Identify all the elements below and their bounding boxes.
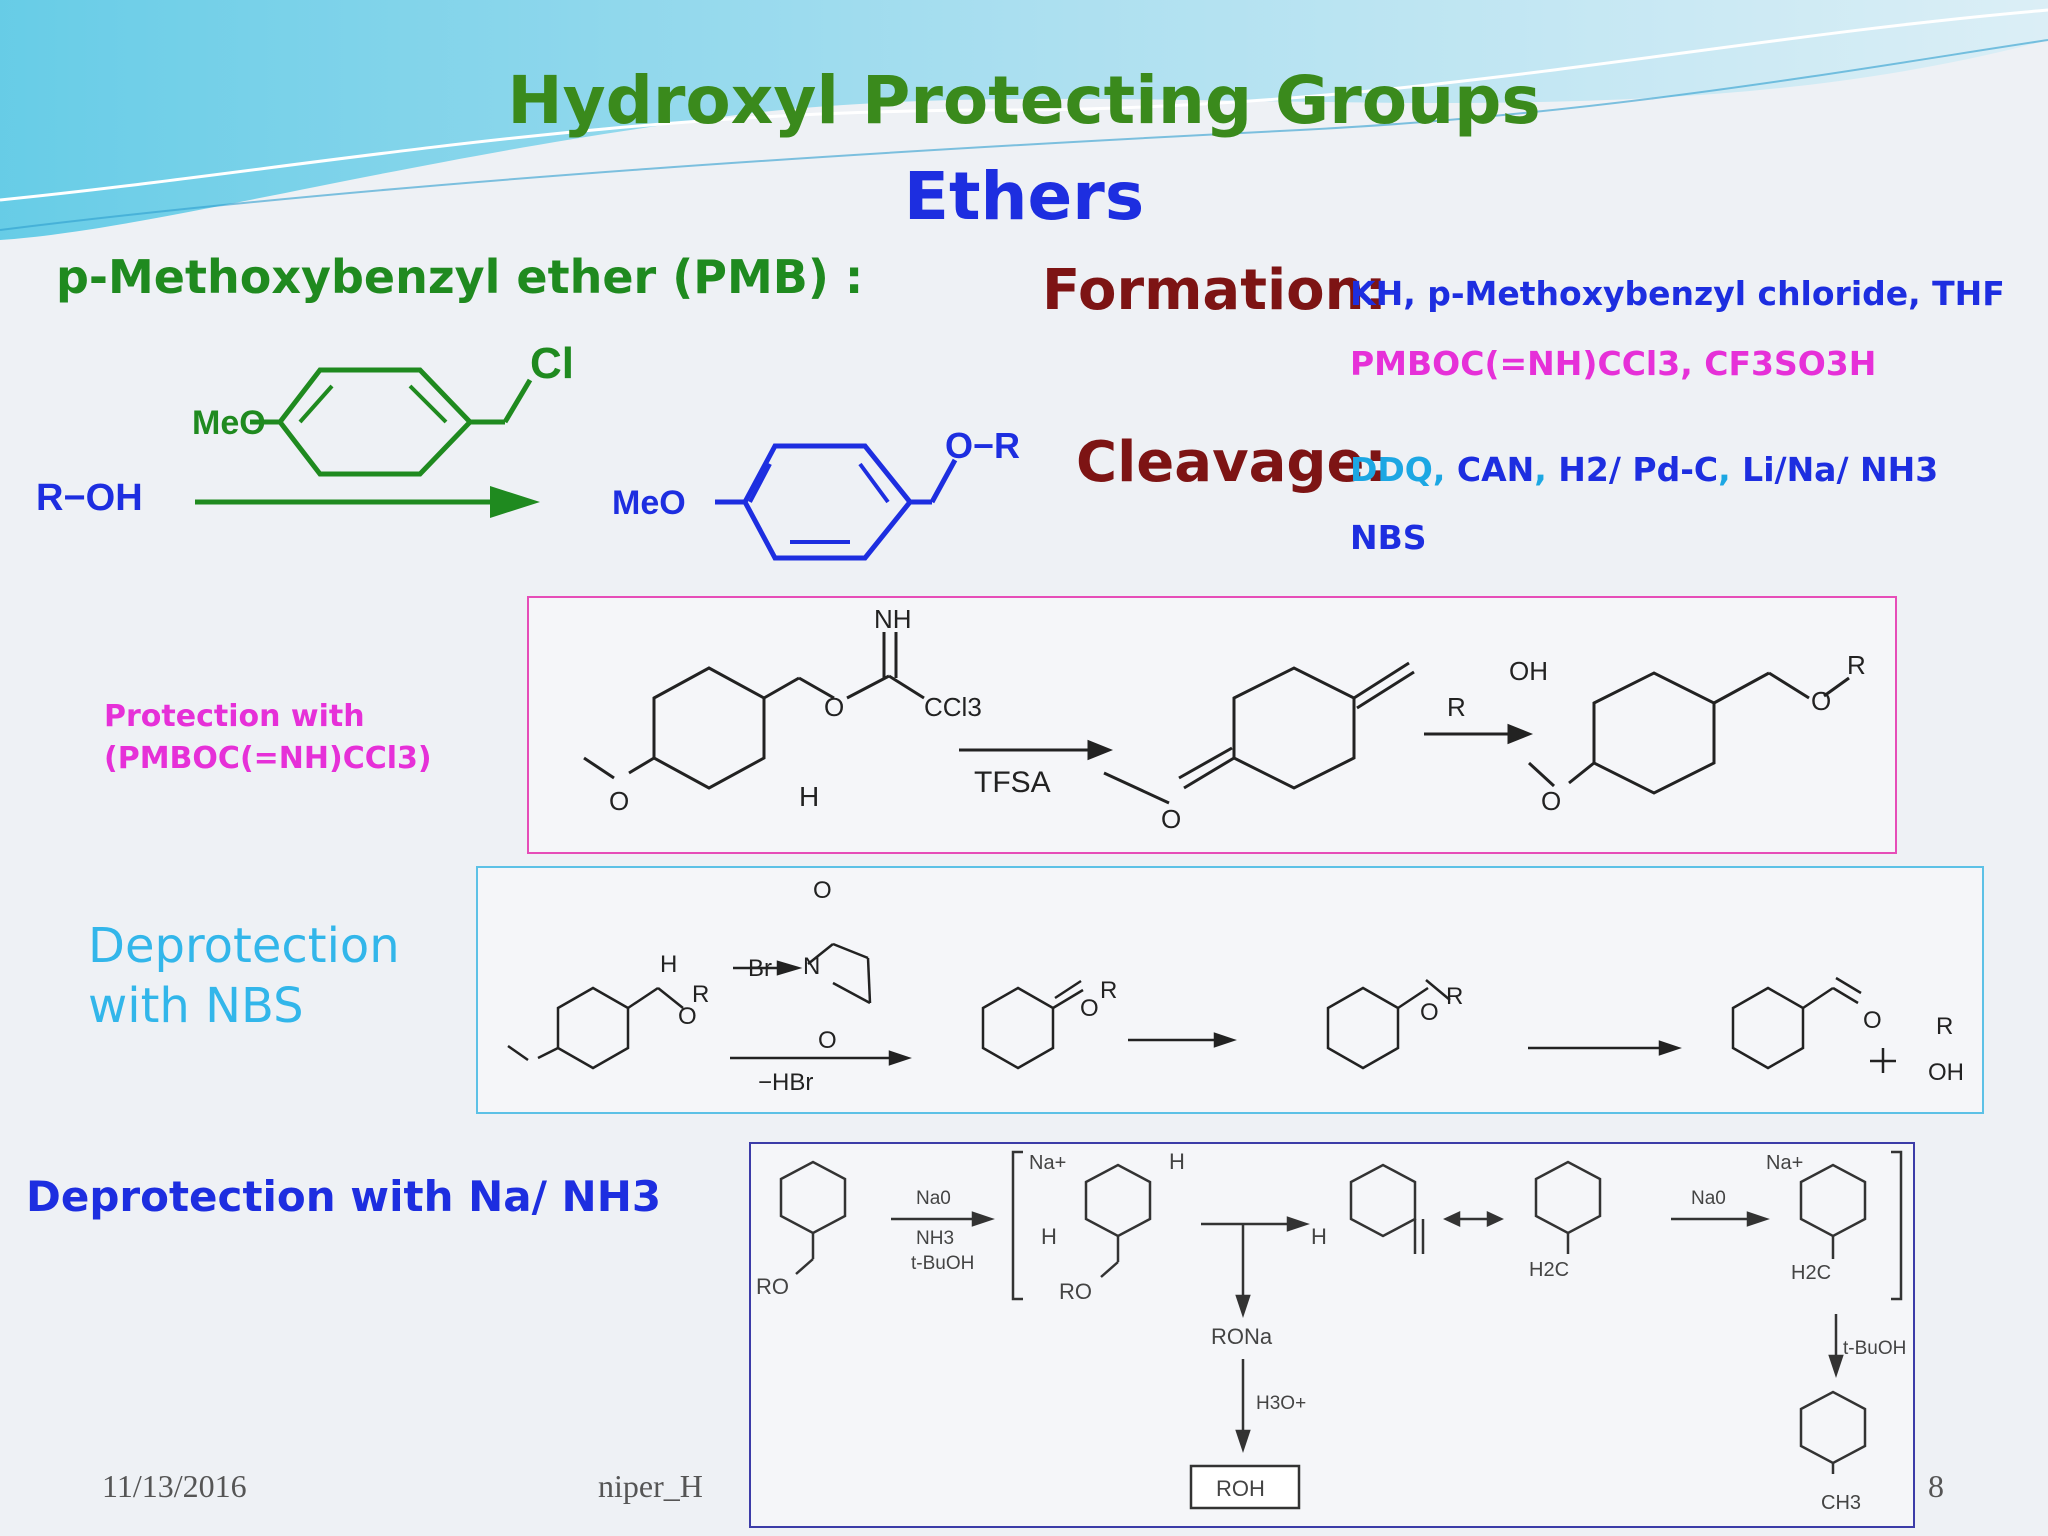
product-methoxy-label: O [1541, 786, 1561, 816]
na-roh-label: ROH [1216, 1476, 1265, 1501]
na-h3o-label: H3O+ [1256, 1393, 1306, 1414]
na-tbuoh-label-1: t-BuOH [911, 1253, 974, 1274]
na-ro-label-1: RO [756, 1274, 789, 1299]
r-label-1: R [1447, 692, 1466, 722]
methoxy-oxygen-label: O [609, 786, 629, 816]
nbs-o-label-3: O [818, 1027, 837, 1054]
nbs-hbr-label: −HBr [758, 1069, 813, 1096]
na-nh3-mechanism-box: RO Na0 NH3 t-BuOH Na+ H H RO H H2C Na0 N… [749, 1142, 1915, 1528]
formation-line2: PMBOC(=NH)CCl3, CF3SO3H [1350, 344, 1877, 383]
nbs-oh-label: OH [1928, 1059, 1964, 1086]
na-na0-label-2: Na0 [1691, 1188, 1726, 1209]
formation-line1: KH, p-Methoxybenzyl chloride, THF [1350, 274, 2005, 313]
pmb-formation-scheme: R−OH MeO Cl MeO O−R [36, 339, 1020, 561]
ether-oxygen-label: O [824, 692, 844, 722]
na-naplus-label-2: Na+ [1766, 1152, 1803, 1174]
cleavage-li-na-nh3: Li/Na/ NH3 [1742, 450, 1939, 489]
nbs-r-label-1: R [692, 981, 709, 1008]
slide-title: Hydroxyl Protecting Groups [507, 62, 1541, 139]
nh-label: NH [874, 604, 912, 634]
nbs-r-label-3: R [1446, 983, 1463, 1010]
formation-label: Formation: [1042, 258, 1387, 323]
pmb-heading: p-Methoxybenzyl ether (PMB) : [56, 250, 864, 304]
na-h-label-1: H [1169, 1149, 1185, 1174]
na-h-label-2: H [1041, 1224, 1057, 1249]
slide-subtitle: Ethers [903, 158, 1145, 235]
nbs-h-label: H [660, 951, 677, 978]
reagent-meo: MeO [192, 404, 266, 442]
product-meo: MeO [612, 484, 686, 522]
oh-label: OH [1509, 656, 1548, 686]
na-h2c-label-1: H2C [1529, 1259, 1569, 1281]
na-ro-label-2: RO [1059, 1279, 1092, 1304]
cleavage-can: CAN [1456, 450, 1535, 489]
cleavage-line2: NBS [1350, 518, 1427, 557]
ccl3-label: CCl3 [924, 692, 982, 722]
na-na0-label-1: Na0 [916, 1188, 951, 1209]
protection-label: Protection with (PMBOC(=NH)CCl3) [104, 696, 432, 780]
na-tbuoh-label-2: t-BuOH [1843, 1338, 1906, 1359]
cleavage-label: Cleavage: [1076, 430, 1387, 495]
nbs-o-label-5: O [1420, 999, 1439, 1026]
nbs-n-label: N [803, 953, 820, 980]
nbs-o-label-4: O [1080, 995, 1099, 1022]
protection-mechanism-box: NH CCl3 O O H TFSA O R OH O R O [527, 596, 1897, 854]
r-label-2: R [1847, 650, 1866, 680]
na-nh3-mechanism-scheme: RO Na0 NH3 t-BuOH Na+ H H RO H H2C Na0 N… [756, 1149, 1906, 1514]
header-wave-decoration [0, 0, 2048, 240]
na-h-label-3: H [1311, 1224, 1327, 1249]
nbs-o-label-2: O [813, 877, 832, 904]
proton-label: H [799, 781, 819, 812]
na-nh3-label: Deprotection with Na/ NH3 [26, 1172, 662, 1221]
nbs-o-label-1: O [678, 1003, 697, 1030]
cleavage-ddq: DDQ [1350, 450, 1433, 489]
cleavage-reagents: DDQ, CAN, H2/ Pd-C, Li/Na/ NH3 [1350, 450, 1939, 489]
nbs-mechanism-scheme: H O R Br N O O −HBr O R O R O R OH [507, 877, 1964, 1096]
na-nh3-label: NH3 [916, 1228, 954, 1249]
cleavage-h2-pdc: H2/ Pd-C [1558, 450, 1719, 489]
na-ch3-label: CH3 [1821, 1492, 1861, 1514]
nbs-label-line2: with NBS [88, 978, 304, 1034]
reagent-cl: Cl [530, 339, 574, 388]
protection-label-line2: (PMBOC(=NH)CCl3) [104, 741, 432, 776]
nbs-label-line1: Deprotection [88, 918, 400, 974]
nbs-r-label-4: R [1936, 1013, 1953, 1040]
footer-author: niper_H [598, 1468, 703, 1504]
nbs-r-label-2: R [1100, 977, 1117, 1004]
product-or: O−R [945, 425, 1020, 466]
tfsa-label: TFSA [974, 766, 1051, 799]
na-rona-label: RONa [1211, 1324, 1273, 1349]
oxonium-label: O [1161, 804, 1181, 834]
footer-date: 11/13/2016 [102, 1468, 247, 1504]
product-oxygen-label: O [1811, 686, 1831, 716]
nbs-mechanism-box: H O R Br N O O −HBr O R O R O R OH [476, 866, 1984, 1114]
protection-label-line1: Protection with [104, 699, 365, 734]
na-h2c-label-2: H2C [1791, 1262, 1831, 1284]
nbs-br-label: Br [748, 955, 772, 982]
protection-mechanism-scheme: NH CCl3 O O H TFSA O R OH O R O [583, 604, 1866, 834]
footer-page-number: 8 [1928, 1468, 1944, 1504]
nbs-label: Deprotection with NBS [88, 916, 400, 1036]
reactant-roh: R−OH [36, 477, 143, 519]
nbs-o-label-6: O [1863, 1007, 1882, 1034]
na-naplus-label-1: Na+ [1029, 1152, 1066, 1174]
